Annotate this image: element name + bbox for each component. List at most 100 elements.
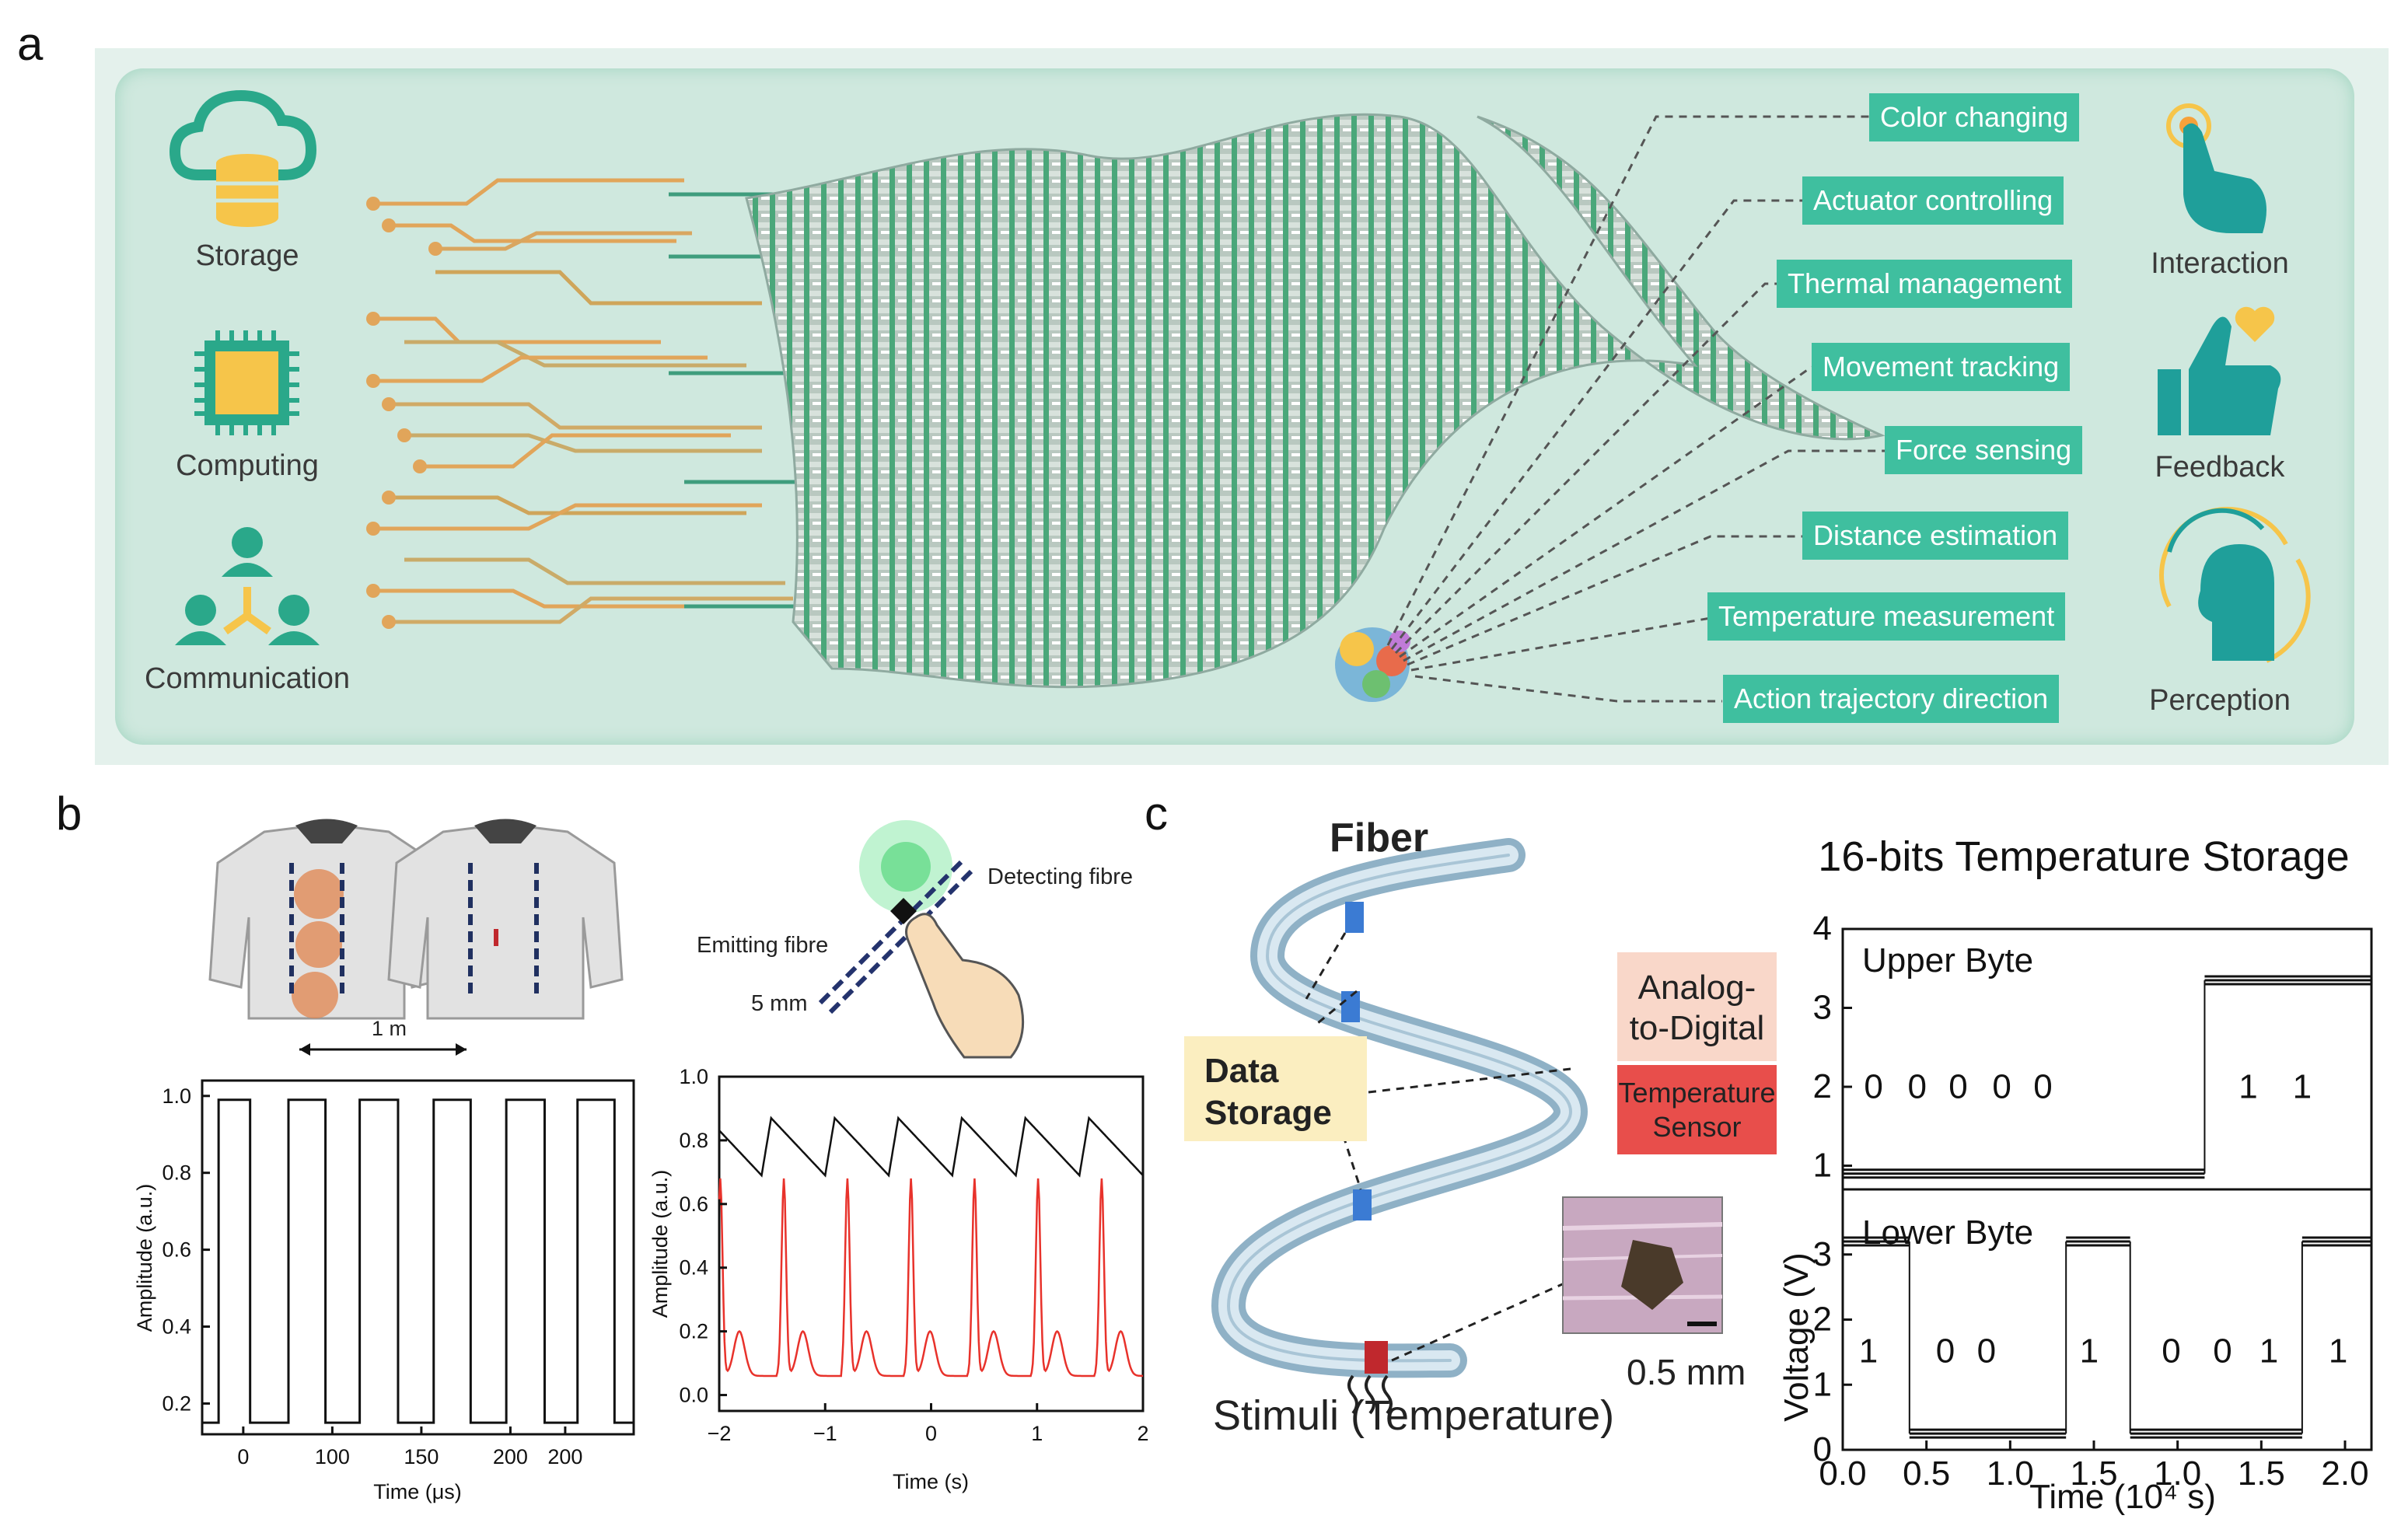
y-tick-label: 0.6 <box>679 1193 708 1216</box>
temperature-storage-chart: 16-bits Temperature Storage Upper Byte L… <box>1781 833 2373 1516</box>
y-tick-label: 1 <box>1813 1365 1832 1403</box>
x-tick-label: 200 <box>493 1445 528 1468</box>
signal-chart: Amplitude (a.u.) Time (s) 0.00.20.40.60.… <box>648 1069 1149 1493</box>
fiber-s-curve <box>1211 838 1588 1378</box>
function-box-thermal-management: Thermal management <box>1777 260 2073 308</box>
circuit-traces <box>366 178 809 629</box>
y-tick-label: 1.0 <box>679 1069 708 1088</box>
y-tick-label: 1 <box>1813 1147 1832 1185</box>
x-tick-label: 1.5 <box>2238 1454 2285 1493</box>
sensor-label-line2: Sensor <box>1652 1111 1742 1143</box>
shirt-front-icon <box>208 819 445 1020</box>
panel-b-illustration <box>208 819 1025 1059</box>
function-box-movement-tracking: Movement tracking <box>1812 343 2071 391</box>
computing-label: Computing <box>176 449 319 482</box>
upper-bit-label: 0 <box>1948 1068 1967 1106</box>
y-tick-label: 0.8 <box>162 1161 191 1185</box>
x-tick-label: 2.0 <box>2321 1454 2368 1493</box>
x-tick-label: 0 <box>237 1445 249 1468</box>
function-leader-lines <box>1386 115 1897 703</box>
y-tick-label: 1.0 <box>162 1084 191 1108</box>
chart-c-xlabel: Time (10⁴ s) <box>2029 1478 2216 1516</box>
upper-bit-label: 0 <box>2033 1068 2052 1106</box>
function-box-force-sensing: Force sensing <box>1885 426 2083 474</box>
perception-head-icon <box>2159 507 2311 663</box>
fiber-knot-icon <box>1335 627 1410 702</box>
y-tick-label: 0.2 <box>679 1320 708 1343</box>
thumbs-up-icon <box>2158 306 2281 435</box>
panel-label-b: b <box>56 787 82 840</box>
distance-arrow <box>299 1043 467 1056</box>
upper-bit-label: 1 <box>2293 1068 2312 1106</box>
sensor-micrograph-image <box>1562 1196 1723 1334</box>
x-tick-label: 1.5 <box>2070 1454 2117 1493</box>
communication-label: Communication <box>145 662 350 695</box>
storage-segment-3 <box>1353 1189 1372 1220</box>
x-tick-label: 1.0 <box>1987 1454 2034 1493</box>
x-tick-label: 2 <box>1137 1422 1148 1445</box>
x-tick-label: 100 <box>315 1445 350 1468</box>
touch-hand-icon <box>2166 103 2266 233</box>
heat-wave-icon <box>1347 1374 1393 1415</box>
sensor-segment <box>1365 1341 1388 1374</box>
data-storage-label: Data Storage <box>1204 1052 1332 1132</box>
lower-bit-label: 0 <box>2213 1332 2232 1371</box>
lower-bit-label: 0 <box>1936 1332 1955 1371</box>
upper-bit-label: 1 <box>2238 1068 2257 1106</box>
y-tick-label: 0.6 <box>162 1238 191 1262</box>
fiber-title: Fiber <box>1330 815 1429 861</box>
panel-label-c: c <box>1145 787 1168 840</box>
function-box-action-trajectory-direction: Action trajectory direction <box>1723 675 2060 723</box>
y-tick-label: 0.4 <box>679 1256 708 1280</box>
chart-b2-xlabel: Time (s) <box>893 1470 969 1493</box>
y-tick-label: 0.2 <box>162 1392 191 1415</box>
data-storage-box: Data Storage <box>1184 1036 1367 1141</box>
x-tick-label: 0.5 <box>1903 1454 1950 1493</box>
shirt-back-icon <box>387 819 624 1020</box>
panel-a-illustration <box>169 89 2311 703</box>
upper-bit-label: 0 <box>1907 1068 1926 1106</box>
detecting-fibre-label: Detecting fibre <box>987 864 1133 889</box>
x-tick-label: 1.0 <box>2154 1454 2201 1493</box>
x-tick-label: −1 <box>813 1422 837 1445</box>
function-box-actuator-controlling: Actuator controlling <box>1802 176 2064 225</box>
lower-bit-label: 1 <box>1859 1332 1878 1371</box>
textile-fabric <box>745 113 1886 689</box>
sensor-label-line1: Temperature <box>1618 1077 1776 1109</box>
pulse-series-line <box>202 1098 634 1424</box>
chart-c-upper-name: Upper Byte <box>1862 941 2033 979</box>
temperature-sensor-box: Temperature Sensor <box>1617 1065 1777 1154</box>
signal-series-line <box>718 1178 1143 1378</box>
people-network-icon <box>175 527 320 645</box>
feedback-label: Feedback <box>2155 451 2285 484</box>
lower-bit-label: 1 <box>2080 1332 2099 1371</box>
emitting-fibre-label: Emitting fibre <box>697 933 829 958</box>
pulse-chart: Amplitude (a.u.) Time (μs) 0.20.40.60.81… <box>133 1079 635 1503</box>
panel-label-a: a <box>17 18 44 70</box>
chart-c-ylabel: Voltage (V) <box>1781 1252 1816 1422</box>
y-tick-label: 3 <box>1813 989 1832 1027</box>
x-tick-label: −2 <box>708 1422 732 1445</box>
chart-b1-xlabel: Time (μs) <box>373 1480 462 1503</box>
y-tick-label: 0.0 <box>679 1384 708 1407</box>
x-tick-label: 200 <box>547 1445 582 1468</box>
chart-b1-ylabel: Amplitude (a.u.) <box>133 1184 156 1332</box>
y-tick-label: 4 <box>1813 910 1832 948</box>
lower-bit-label: 0 <box>2162 1332 2180 1371</box>
perception-label: Perception <box>2149 684 2291 717</box>
y-tick-label: 3 <box>1813 1235 1832 1273</box>
function-box-color-changing: Color changing <box>1869 93 2080 141</box>
storage-segment-2 <box>1341 991 1360 1022</box>
panel-c-illustration <box>1211 838 1723 1415</box>
x-tick-label: 150 <box>404 1445 439 1468</box>
chart-b1-frame <box>201 1079 635 1436</box>
upper-bit-label: 0 <box>1992 1068 2011 1106</box>
chip-icon <box>194 330 299 435</box>
y-tick-label: 2 <box>1813 1067 1832 1105</box>
function-box-distance-estimation: Distance estimation <box>1802 512 2069 560</box>
function-box-temperature-measurement: Temperature measurement <box>1707 592 2066 641</box>
lower-bit-label: 0 <box>1977 1332 1996 1371</box>
lower-bit-label: 1 <box>2329 1332 2347 1371</box>
x-tick-label: 0 <box>925 1422 937 1445</box>
scale-bar-label: 0.5 mm <box>1627 1352 1746 1392</box>
